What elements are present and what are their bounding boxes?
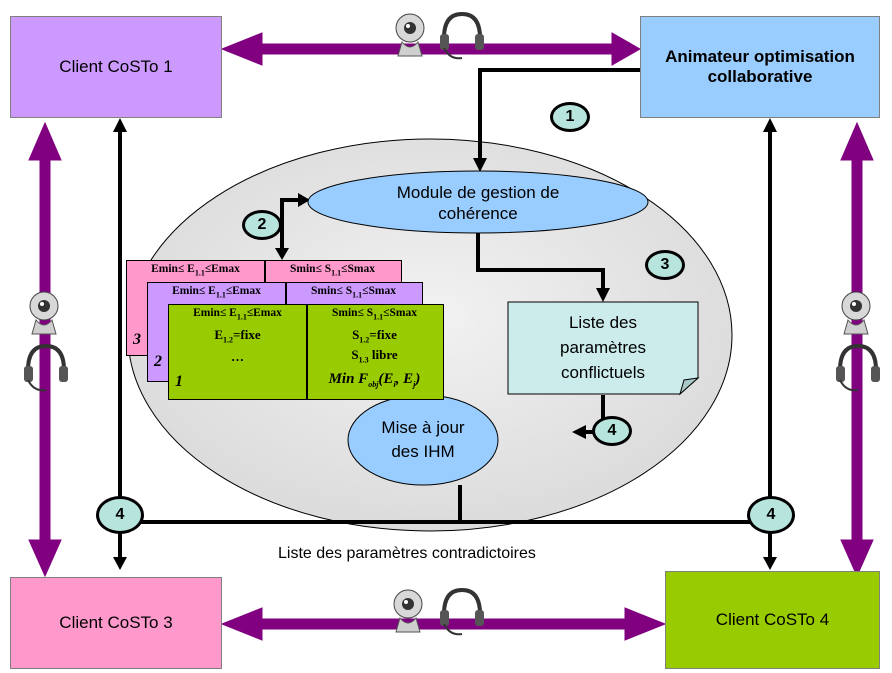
client-costo-4-label: Client CoSTo 4 bbox=[715, 610, 830, 629]
arrowheads bbox=[113, 118, 777, 570]
card-3-index: 3 bbox=[133, 331, 141, 348]
card-2-smin: Smin≤ S1.1≤Smax bbox=[311, 285, 396, 300]
card-1-emin: Emin≤ E1.1≤Emax bbox=[193, 307, 282, 322]
step-badge-1-label: 1 bbox=[565, 108, 575, 125]
liste-line3: conflictuels bbox=[560, 362, 646, 382]
liste-note-fold bbox=[679, 377, 700, 396]
card-1-smin: Smin≤ S1.1≤Smax bbox=[332, 307, 417, 322]
step-badge-4-right: 4 bbox=[747, 496, 795, 534]
card-1-e12: E1.2=fixe bbox=[214, 327, 261, 345]
step-badge-4-left: 4 bbox=[96, 496, 144, 534]
webcam-icon bbox=[395, 13, 425, 57]
headset-icon bbox=[440, 587, 484, 636]
card-1-s12: S1.2=fixe bbox=[352, 327, 397, 345]
card-1-left: Emin≤ E1.1≤Emax E1.2=fixe … bbox=[169, 305, 308, 399]
mise-a-jour-label: Mise à jour des IHM bbox=[350, 410, 496, 470]
mise-a-jour-line2: des IHM bbox=[391, 442, 455, 461]
liste-contradictoires-label: Liste des paramètres contradictoires bbox=[278, 545, 536, 562]
step-badge-4-right-label: 4 bbox=[766, 506, 776, 523]
headset-icon bbox=[24, 343, 68, 392]
step-badge-3: 3 bbox=[645, 250, 685, 280]
mise-a-jour-line1: Mise à jour bbox=[381, 418, 465, 437]
card-1: Emin≤ E1.1≤Emax E1.2=fixe … Smin≤ S1.1≤S… bbox=[168, 304, 444, 400]
webcam-icon bbox=[29, 291, 59, 335]
card-2-emin: Emin≤ E1.1≤Emax bbox=[172, 285, 261, 300]
step-badge-4-center: 4 bbox=[592, 416, 632, 446]
card-2-index: 2 bbox=[154, 353, 162, 370]
animateur-label-line2: collaborative bbox=[707, 67, 813, 86]
client-costo-4-box: Client CoSTo 4 bbox=[665, 571, 880, 669]
liste-line1: Liste des bbox=[568, 312, 638, 332]
liste-conflictuels-label: Liste des paramètres conflictuels bbox=[508, 306, 698, 388]
client-costo-3-label: Client CoSTo 3 bbox=[59, 613, 173, 632]
client-costo-1-label: Client CoSTo 1 bbox=[59, 57, 173, 76]
headset-icon bbox=[836, 343, 880, 392]
client-costo-3-box: Client CoSTo 3 bbox=[10, 577, 222, 669]
step-badge-3-label: 3 bbox=[660, 256, 670, 273]
card-2-right: Smin≤ S1.1≤Smax bbox=[285, 283, 422, 381]
webcam-icon bbox=[841, 291, 871, 335]
card-1-s13: S1.3 libre bbox=[351, 347, 398, 365]
card-3-emin: Emin≤ E1.1≤Emax bbox=[151, 263, 240, 278]
step-badge-2-label: 2 bbox=[257, 216, 267, 233]
animateur-box: Animateur optimisation collaborative bbox=[640, 16, 880, 118]
module-gestion-line2: cohérence bbox=[438, 204, 518, 223]
step-badge-4-center-label: 4 bbox=[607, 422, 617, 439]
module-gestion-label: Module de gestion de cohérence bbox=[330, 178, 626, 228]
client-costo-1-box: Client CoSTo 1 bbox=[10, 16, 222, 118]
step-badge-2: 2 bbox=[242, 210, 282, 240]
headset-icon bbox=[440, 11, 484, 60]
step-badge-4-left-label: 4 bbox=[115, 506, 125, 523]
module-gestion-ellipse bbox=[307, 170, 649, 234]
black-connectors bbox=[118, 68, 772, 560]
card-1-objective: Min Fobj(Ei, Ej) bbox=[328, 371, 421, 389]
card-3-smin: Smin≤ S1.1≤Smax bbox=[290, 263, 375, 278]
liste-line2: paramètres bbox=[560, 337, 646, 357]
card-3-right: Smin≤ S1.1≤Smax bbox=[264, 261, 401, 355]
animateur-label-line1: Animateur optimisation bbox=[665, 47, 855, 66]
card-1-right: Smin≤ S1.1≤Smax S1.2=fixe S1.3 libre Min… bbox=[306, 305, 443, 399]
webcam-icon bbox=[393, 589, 423, 633]
step-badge-1: 1 bbox=[550, 102, 590, 132]
card-1-index: 1 bbox=[175, 373, 183, 390]
module-gestion-line1: Module de gestion de bbox=[396, 183, 560, 202]
card-1-dots: … bbox=[231, 349, 244, 364]
